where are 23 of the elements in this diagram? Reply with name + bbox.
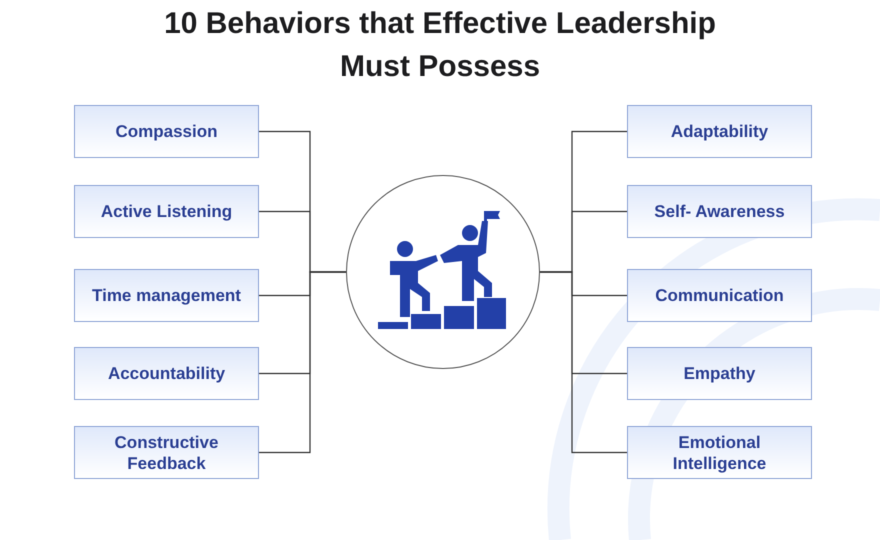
- behavior-label: Emotional Intelligence: [672, 432, 768, 474]
- title: 10 Behaviors that Effective Leadership Must Possess: [163, 6, 717, 85]
- behavior-label: Constructive Feedback: [114, 432, 220, 474]
- behavior-box: [74, 426, 259, 479]
- behavior-box: [74, 347, 259, 400]
- behavior-box: [627, 426, 812, 479]
- behavior-label: Compassion: [115, 121, 218, 142]
- behavior-label: Empathy: [684, 363, 756, 384]
- behavior-label: Communication: [655, 285, 784, 306]
- behavior-label: Time management: [92, 285, 241, 306]
- connector-line: [540, 271, 627, 454]
- connector-line: [259, 271, 346, 454]
- behavior-box: [627, 269, 812, 322]
- behavior-box: [627, 105, 812, 158]
- behavior-label: Accountability: [108, 363, 226, 384]
- behavior-box: [627, 185, 812, 238]
- behavior-label: Active Listening: [100, 201, 232, 222]
- behavior-box: [627, 347, 812, 400]
- behavior-box: [74, 105, 259, 158]
- behavior-box: [74, 269, 259, 322]
- behavior-label: Adaptability: [670, 121, 768, 142]
- behavior-label: Self- Awareness: [654, 201, 785, 222]
- behavior-box: [74, 185, 259, 238]
